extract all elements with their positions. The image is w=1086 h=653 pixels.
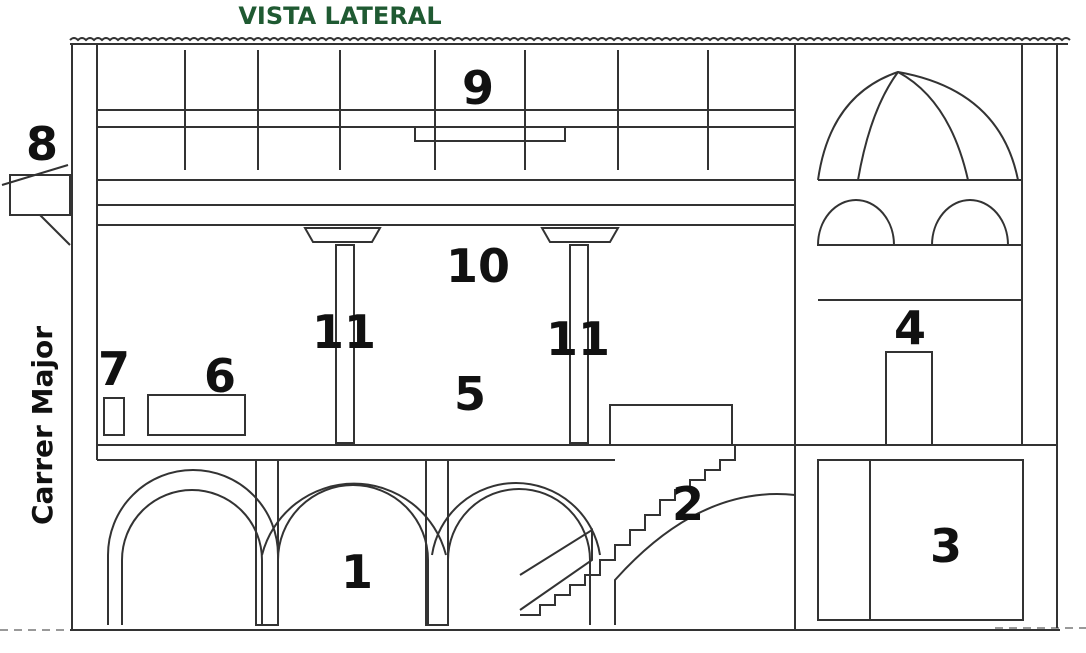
label-11-left: 11 (312, 305, 376, 359)
roof-tiles (69, 37, 1071, 42)
label-10: 10 (446, 239, 510, 293)
annex-door (885, 351, 933, 446)
dome-rib-left (857, 71, 899, 181)
label-6: 6 (204, 349, 236, 403)
capital-left (303, 227, 382, 243)
under-stair-vault (614, 493, 796, 625)
diagram-title: VISTA LATERAL (238, 2, 441, 30)
label-3: 3 (930, 519, 962, 573)
pier-1 (255, 459, 279, 626)
capital-right (540, 227, 620, 243)
label-7: 7 (98, 342, 130, 396)
dome-lunette-right (930, 199, 1010, 246)
label-8: 8 (26, 117, 58, 171)
street-balcony (9, 174, 71, 216)
attic-central-beam (414, 126, 566, 142)
dome (817, 70, 1019, 181)
label-4: 4 (894, 301, 926, 355)
label-1: 1 (341, 545, 373, 599)
annex-room-3 (817, 459, 1024, 621)
balustrade-7 (103, 397, 125, 436)
dome-rib-right (897, 71, 969, 181)
arch-3 (447, 488, 591, 625)
label-11-right: 11 (546, 312, 610, 366)
building-linework (0, 37, 1086, 631)
pier-2 (425, 459, 449, 626)
balcony-roof (1, 164, 69, 186)
balustrade-right (609, 404, 733, 446)
arch-1-outer (107, 469, 279, 625)
label-9: 9 (462, 61, 494, 115)
street-label: Carrer Major (26, 326, 59, 525)
balustrade-6 (147, 394, 246, 436)
balcony-bracket (39, 214, 71, 246)
stair-rail (519, 528, 593, 611)
arch-1 (121, 489, 263, 625)
dome-lunette-left (816, 199, 896, 246)
column-right (569, 244, 589, 444)
staircase (520, 445, 736, 616)
arch-2 (277, 484, 429, 625)
label-2: 2 (672, 477, 704, 531)
label-5: 5 (454, 367, 486, 421)
column-left (335, 244, 355, 444)
arch-3-outer (431, 482, 601, 556)
